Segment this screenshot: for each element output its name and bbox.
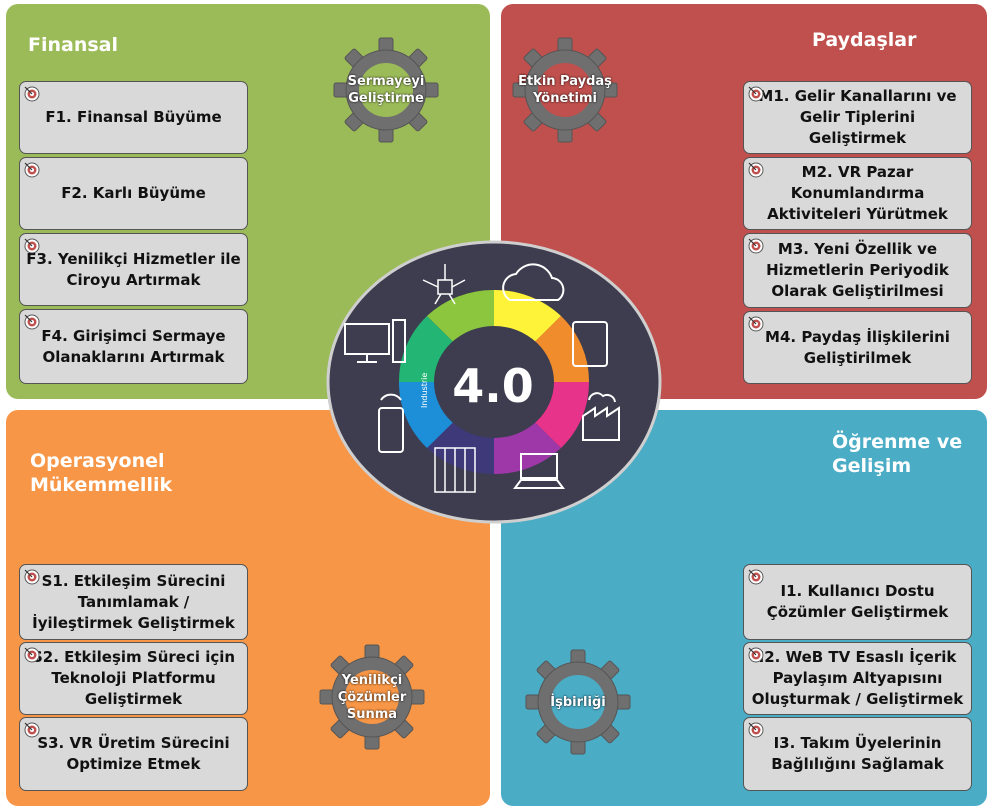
gear-isbirligi: İşbirliği <box>524 648 632 756</box>
card-label: I2. WeB TV Esaslı İçerik Paylaşım Altyap… <box>751 648 964 708</box>
card-m2[interactable]: M2. VR Pazar Konumlandırma Aktiviteleri … <box>743 157 972 230</box>
phone-icon <box>378 393 404 453</box>
card-label: F3. Yenilikçi Hizmetler ile Ciroyu Artır… <box>26 249 241 289</box>
card-label: I3. Takım Üyelerinin Bağlılığını Sağlama… <box>771 734 944 773</box>
target-icon <box>24 162 40 178</box>
factory-icon <box>582 392 620 441</box>
target-icon <box>748 86 764 102</box>
card-f4[interactable]: F4. Girişimci Sermaye Olanaklarını Artır… <box>19 309 248 384</box>
card-i3[interactable]: I3. Takım Üyelerinin Bağlılığını Sağlama… <box>743 717 972 791</box>
card-label: S1. Etkileşim Sürecini Tanımlamak / İyil… <box>32 571 235 632</box>
quadrant-title-finansal: Finansal <box>28 34 119 56</box>
target-icon <box>24 314 40 330</box>
target-icon <box>748 569 764 585</box>
card-s2[interactable]: S2. Etkileşim Süreci için Teknoloji Plat… <box>19 642 248 715</box>
gear-icon <box>512 37 618 143</box>
gear-label: Yenilikçi Çözümler Sunma <box>337 672 407 722</box>
target-icon <box>748 162 764 178</box>
card-f3[interactable]: F3. Yenilikçi Hizmetler ile Ciroyu Artır… <box>19 233 248 306</box>
target-icon <box>748 722 764 738</box>
target-icon <box>24 647 40 663</box>
center-sublabel: Industrie <box>420 372 429 408</box>
card-label: M1. Gelir Kanallarını ve Gelir Tiplerini… <box>758 87 957 147</box>
card-label: F4. Girişimci Sermaye Olanaklarını Artır… <box>41 326 226 366</box>
target-icon <box>748 316 764 332</box>
card-m4[interactable]: M4. Paydaş İlişkilerini Geliştirilmek <box>743 311 972 384</box>
target-icon <box>748 238 764 254</box>
card-label: I1. Kullanıcı Dostu Çözümler Geliştirmek <box>766 582 949 621</box>
card-label: M3. Yeni Özellik ve Hizmetlerin Periyodi… <box>766 240 949 300</box>
gear-icon <box>319 644 425 750</box>
desktop-icon <box>344 319 406 363</box>
gear-etkin: Etkin Paydaş Yönetimi <box>511 36 619 144</box>
center-label: 4.0 <box>452 359 534 413</box>
gear-sermaye: Sermayeyi Geliştirme <box>332 36 440 144</box>
gear-label: İşbirliği <box>550 694 606 710</box>
quadrant-title-paydaslar: Paydaşlar <box>812 29 917 51</box>
card-i1[interactable]: I1. Kullanıcı Dostu Çözümler Geliştirmek <box>743 564 972 640</box>
card-label: F1. Finansal Büyüme <box>45 108 222 126</box>
target-icon <box>24 238 40 254</box>
industrie-4-graphic <box>326 240 662 524</box>
card-label: S3. VR Üretim Sürecini Optimize Etmek <box>37 734 230 773</box>
target-icon <box>24 86 40 102</box>
quadrant-title-operasyonel: Operasyonel Mükemmellik <box>30 450 173 496</box>
gear-yenilikci: Yenilikçi Çözümler Sunma <box>318 643 426 751</box>
gear-label: Sermayeyi Geliştirme <box>347 74 425 106</box>
target-icon <box>24 569 40 585</box>
target-icon <box>748 647 764 663</box>
laptop-icon <box>513 453 565 489</box>
gear-icon <box>525 649 631 755</box>
gear-icon <box>333 37 439 143</box>
card-label: S2. Etkileşim Süreci için Teknoloji Plat… <box>31 648 236 708</box>
quadrant-title-ogrenme: Öğrenme ve Gelişim <box>832 431 963 477</box>
card-s3[interactable]: S3. VR Üretim Sürecini Optimize Etmek <box>19 717 248 791</box>
card-f1[interactable]: F1. Finansal Büyüme <box>19 81 248 154</box>
card-i2[interactable]: I2. WeB TV Esaslı İçerik Paylaşım Altyap… <box>743 642 972 715</box>
card-label: F2. Karlı Büyüme <box>61 184 206 202</box>
card-label: M4. Paydaş İlişkilerini Geliştirilmek <box>765 327 950 367</box>
card-m1[interactable]: M1. Gelir Kanallarını ve Gelir Tiplerini… <box>743 81 972 154</box>
server-icon <box>434 447 476 493</box>
tablet-icon <box>572 321 608 367</box>
card-m3[interactable]: M3. Yeni Özellik ve Hizmetlerin Periyodi… <box>743 233 972 308</box>
target-icon <box>24 722 40 738</box>
chip-icon <box>422 264 466 305</box>
card-s1[interactable]: S1. Etkileşim Sürecini Tanımlamak / İyil… <box>19 564 248 640</box>
gear-label: Etkin Paydaş Yönetimi <box>518 74 612 106</box>
card-f2[interactable]: F2. Karlı Büyüme <box>19 157 248 230</box>
cloud-icon <box>502 263 565 301</box>
card-label: M2. VR Pazar Konumlandırma Aktiviteleri … <box>767 163 948 223</box>
